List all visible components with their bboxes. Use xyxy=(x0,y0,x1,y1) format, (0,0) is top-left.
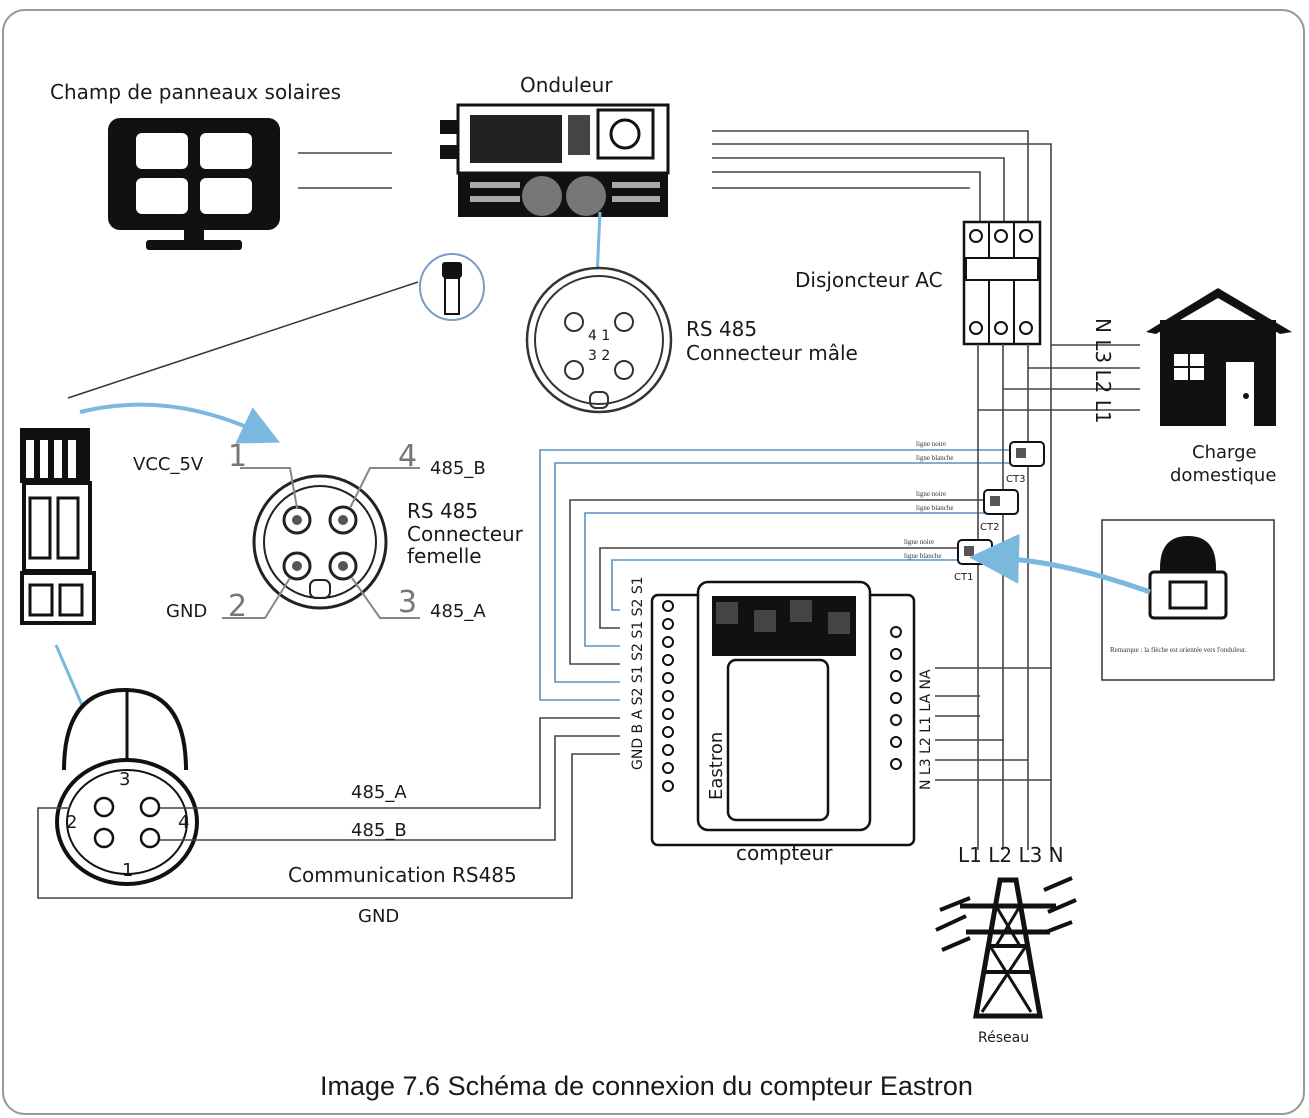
cable-connector-icon xyxy=(20,428,96,625)
rs485-fem-label-2: Connecteur xyxy=(407,522,524,546)
grid-label: Réseau xyxy=(978,1030,1029,1046)
grid-lines-label: L1 L2 L3 N xyxy=(958,843,1064,867)
wire-485a-label: 485_A xyxy=(351,782,407,803)
ct-note: Remarque : la flèche est orientée vers l… xyxy=(1110,646,1247,654)
house-icon xyxy=(1146,288,1292,426)
rc-pin-3: 3 xyxy=(119,769,130,790)
ct3-label: CT3 xyxy=(1006,474,1025,485)
male-pins-top: 4 1 xyxy=(588,328,610,344)
fem-pin-4: 4 xyxy=(398,439,417,474)
meter-right-terminals: N L3 L2 L1 LA NA xyxy=(918,669,934,790)
inverter-icon xyxy=(440,103,670,217)
ct2-clamp-icon xyxy=(983,489,1019,515)
rc-pin-2: 2 xyxy=(66,812,77,833)
a485-pin-label: 485_A xyxy=(430,601,486,622)
frame xyxy=(2,9,1305,1115)
breaker-label: Disjoncteur AC xyxy=(795,268,943,292)
home-label-1: Charge xyxy=(1192,442,1257,463)
rc-pin-4: 4 xyxy=(178,812,189,833)
meter-label: compteur xyxy=(736,841,833,865)
ct1-clamp-icon xyxy=(957,539,993,565)
inverter-label: Onduleur xyxy=(520,73,613,97)
wire-485b-label: 485_B xyxy=(351,820,407,841)
rj-plug-icon xyxy=(419,253,485,321)
vcc-label: VCC_5V xyxy=(133,454,204,475)
ct3-black-label: ligne noire xyxy=(916,440,946,448)
ct1-white-label: ligne blanche xyxy=(904,552,942,560)
ct3-clamp-icon xyxy=(1009,441,1045,467)
wire-gnd-label: GND xyxy=(358,906,399,927)
rs485-fem-label-3: femelle xyxy=(407,544,482,568)
rs485-male-label-1: RS 485 xyxy=(686,317,757,341)
house-lines-label: N L3 L2 L1 xyxy=(1091,318,1115,424)
rs485-male-connector-icon xyxy=(525,266,673,414)
meter-left-terminals: GND B A S2 S1 S2 S1 S2 S1 xyxy=(630,576,646,770)
rs485-fem-label-1: RS 485 xyxy=(407,499,478,523)
comm-rs485-label: Communication RS485 xyxy=(288,863,517,887)
eastron-meter-icon xyxy=(650,580,916,847)
ac-breaker-icon xyxy=(962,220,1042,346)
home-label-2: domestique xyxy=(1170,465,1276,486)
ct1-black-label: ligne noire xyxy=(904,538,934,546)
meter-brand: Eastron xyxy=(706,732,727,800)
gnd-pin-label: GND xyxy=(166,601,207,622)
ct2-white-label: ligne blanche xyxy=(916,504,954,512)
solar-label: Champ de panneaux solaires xyxy=(50,80,341,104)
ct-clamp-detail-icon xyxy=(1148,536,1228,620)
rc-pin-1: 1 xyxy=(122,860,133,881)
ct2-black-label: ligne noire xyxy=(916,490,946,498)
fem-pin-2: 2 xyxy=(228,589,247,624)
ct2-label: CT2 xyxy=(980,522,999,533)
fem-pin-3: 3 xyxy=(398,585,417,620)
figure-caption: Image 7.6 Schéma de connexion du compteu… xyxy=(320,1071,973,1101)
power-tower-icon xyxy=(935,876,1077,1019)
rs485-male-label-2: Connecteur mâle xyxy=(686,341,858,365)
ct3-white-label: ligne blanche xyxy=(916,454,954,462)
ct1-label: CT1 xyxy=(954,572,973,583)
b485-pin-label: 485_B xyxy=(430,458,486,479)
round-connector-icon xyxy=(55,687,199,886)
male-pins-bottom: 3 2 xyxy=(588,348,610,364)
solar-panel-icon xyxy=(108,118,280,250)
rs485-female-connector-icon xyxy=(252,474,388,610)
fem-pin-1: 1 xyxy=(228,439,247,474)
